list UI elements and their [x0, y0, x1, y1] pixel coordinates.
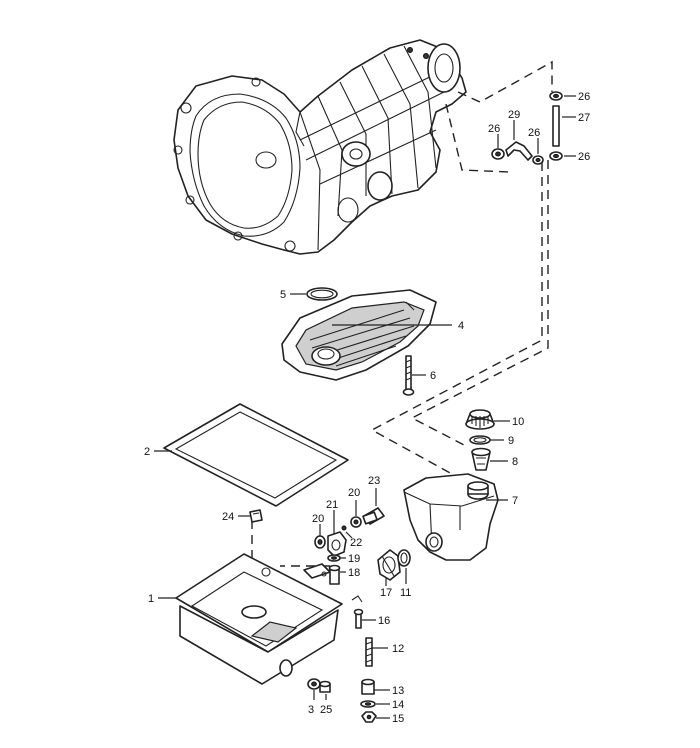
callout-3: 3	[308, 704, 314, 716]
gasket-9	[469, 435, 491, 445]
sleeve-13	[361, 678, 375, 695]
callout-16: 16	[378, 615, 390, 627]
hose-routing-tank	[410, 160, 549, 447]
callout-20-right: 20	[348, 487, 360, 499]
callout-12: 12	[392, 643, 404, 655]
reservoir-7	[403, 473, 499, 561]
pipe-27	[552, 105, 560, 147]
callout-2: 2	[144, 446, 150, 458]
washer-14	[360, 700, 376, 708]
leader-lines	[154, 95, 576, 719]
fitting-26c	[491, 148, 505, 160]
callout-labels: 1 2 3 4 5 6 7 8 9 10 11 12 13 14 15 16 1…	[144, 91, 590, 725]
callout-6: 6	[430, 370, 436, 382]
callout-29: 29	[508, 109, 520, 121]
filler-cap-10	[465, 409, 495, 430]
callout-14: 14	[392, 699, 404, 711]
banjo-fitting-21	[327, 531, 347, 557]
callout-1: 1	[148, 593, 154, 605]
nut-15	[361, 711, 377, 723]
callout-24: 24	[222, 511, 234, 523]
connector-17	[377, 549, 401, 581]
pan-gasket-2	[163, 403, 349, 507]
washer-20a	[314, 535, 326, 549]
oil-filter-4	[281, 289, 437, 381]
callout-27: 27	[578, 112, 590, 124]
union-18	[328, 564, 341, 585]
screen-8	[471, 447, 491, 471]
callout-22: 22	[350, 537, 362, 549]
callout-21: 21	[326, 499, 338, 511]
callout-18: 18	[348, 567, 360, 579]
callout-10: 10	[512, 416, 524, 428]
plug-25	[319, 680, 331, 693]
callout-4: 4	[458, 320, 464, 332]
callout-13: 13	[392, 685, 404, 697]
callout-17: 17	[380, 587, 392, 599]
callout-20-left: 20	[312, 513, 324, 525]
callout-11: 11	[400, 587, 411, 599]
callout-7: 7	[512, 495, 518, 507]
clip-24	[249, 509, 263, 523]
stud-12	[365, 637, 373, 667]
hose-routing-left	[445, 103, 511, 173]
callout-9: 9	[508, 435, 514, 447]
callout-26-bottom: 26	[578, 151, 590, 163]
bolt-23	[362, 507, 385, 525]
callout-15: 15	[392, 713, 404, 725]
callout-5: 5	[280, 289, 286, 301]
washer-19	[327, 554, 341, 562]
callout-23: 23	[368, 475, 380, 487]
oil-pan-1	[175, 553, 363, 685]
hose-routing-upper	[457, 60, 553, 103]
callout-19: 19	[348, 553, 360, 565]
hose-routing-main	[370, 162, 543, 475]
o-ring-5	[306, 287, 338, 301]
fitting-26b	[549, 151, 563, 161]
callout-26-middle: 26	[528, 127, 540, 139]
bent-pipe-29	[505, 141, 533, 161]
callout-8: 8	[512, 456, 518, 468]
pin-22	[341, 525, 347, 531]
washer-20b	[350, 516, 362, 528]
seal-ring-11	[397, 549, 411, 567]
fitting-26a	[549, 91, 563, 101]
callout-26-top: 26	[578, 91, 590, 103]
fitting-26d	[532, 155, 544, 165]
callout-26-left: 26	[488, 123, 500, 135]
callout-25: 25	[320, 704, 332, 716]
bolt-6	[402, 355, 415, 396]
hose-fittings-group	[491, 91, 563, 165]
bolt-16	[353, 608, 364, 629]
washer-3	[307, 678, 321, 690]
transmission-housing	[173, 39, 467, 255]
